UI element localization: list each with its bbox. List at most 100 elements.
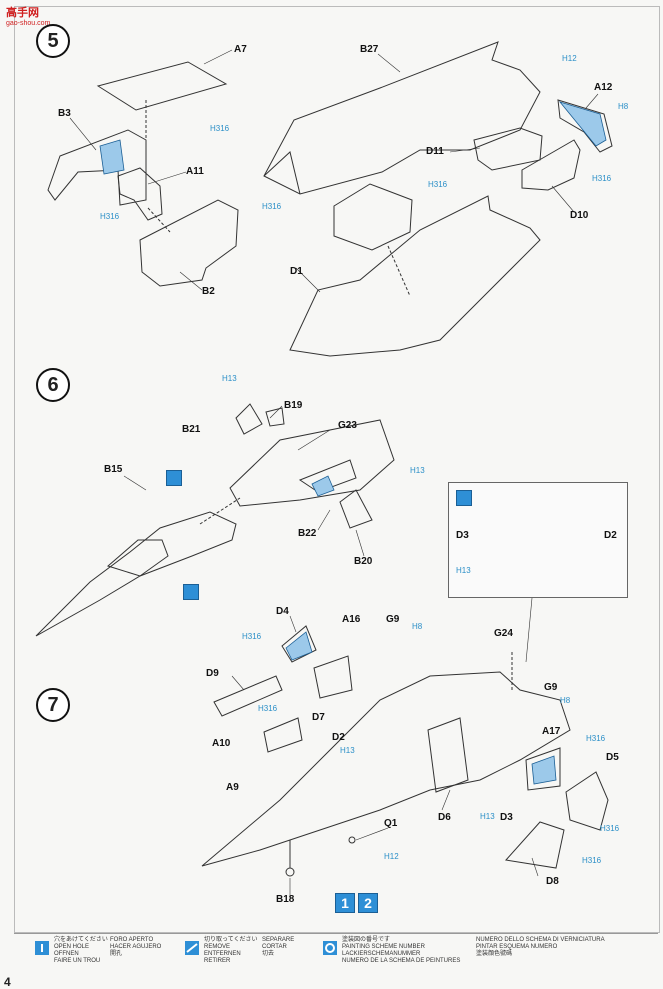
label-D1: D1 (290, 266, 303, 277)
part-B2-shape (139, 199, 239, 287)
hole-H8: H8 (560, 696, 571, 705)
part-A12-shape (557, 99, 613, 153)
page-number: 4 (4, 975, 11, 989)
hole-H316: H316 (210, 124, 230, 133)
part-B21-shape (235, 403, 263, 435)
step5-blue-panel-a (99, 139, 125, 175)
step-5-number: 5 (36, 24, 70, 58)
part-D10-shape (521, 139, 581, 191)
label-D8: D8 (546, 876, 559, 887)
label-D3: D3 (500, 812, 513, 823)
part-D5-shape (565, 771, 609, 831)
part-B20-shape (339, 489, 373, 529)
label-B18: B18 (276, 894, 295, 905)
label-B2: B2 (202, 286, 215, 297)
step-6-number: 6 (36, 368, 70, 402)
label-G24: G24 (494, 628, 513, 639)
label-B27: B27 (360, 44, 379, 55)
hole-H316: H316 (600, 824, 620, 833)
logo-main: 高手网 (6, 7, 39, 19)
hole-H316: H316 (100, 212, 120, 221)
hole-H8: H8 (412, 622, 423, 631)
logo-sub: gao-shou.com (6, 20, 51, 27)
label-A7: A7 (234, 44, 247, 55)
paint-scheme-icon (323, 941, 337, 955)
symbol-legend: 穴をあけてください OPEN HOLE OFFNEN FAIRE UN TROU… (14, 933, 658, 976)
part-A10-shape (263, 717, 303, 753)
part-D6-shape (427, 717, 469, 793)
inset-hole-H13: H13 (456, 566, 471, 575)
part-A11-shape (117, 167, 163, 221)
legend-remove-2: SEPARARE CORTAR 切去 (262, 937, 295, 957)
legend-paint-scheme: 塗装図の番号です PAINTING SCHEME NUMBER LACKIERS… (342, 937, 461, 964)
paint-scheme-1: 1 (335, 893, 355, 913)
label-D2: D2 (332, 732, 345, 743)
label-A16: A16 (342, 614, 361, 625)
site-logo: 高手网 gao-shou.com (6, 4, 50, 27)
legend-paint-scheme-2: NUMERO DELLO SCHEMA DI VERNICIATURA PINT… (476, 937, 605, 957)
open-hole-icon (35, 941, 49, 955)
paint-icon (183, 584, 199, 600)
hole-H316: H316 (258, 704, 278, 713)
remove-icon (185, 941, 199, 955)
step7-blue-panel-b (531, 755, 557, 785)
hole-H316: H316 (262, 202, 282, 211)
hole-H316: H316 (582, 856, 602, 865)
label-D10: D10 (570, 210, 589, 221)
part-D4-shape (281, 625, 317, 663)
hole-H316: H316 (242, 632, 262, 641)
part-cockpit-block-shape (333, 183, 413, 251)
step5-blue-panel-b (558, 101, 607, 147)
label-B15: B15 (104, 464, 123, 475)
part-B22-shape (298, 459, 357, 493)
label-D4: D4 (276, 606, 289, 617)
label-D7: D7 (312, 712, 325, 723)
hole-H8: H8 (618, 102, 629, 111)
label-B20: B20 (354, 556, 373, 567)
step7-blue-panel-a (285, 631, 313, 661)
hole-H13: H13 (410, 466, 425, 475)
label-D9: D9 (206, 668, 219, 679)
label-A17: A17 (542, 726, 561, 737)
hole-H12: H12 (384, 852, 399, 861)
label-Q1: Q1 (384, 818, 398, 829)
step-7-number: 7 (36, 688, 70, 722)
part-B27-shape (263, 41, 541, 195)
part-D8-shape (505, 821, 565, 869)
part-D1-shape (289, 195, 541, 357)
legend-remove: 切り取ってください REMOVE ENTFERNEN RETIRER (204, 937, 258, 964)
legend-open-hole: 穴をあけてください OPEN HOLE OFFNEN FAIRE UN TROU (54, 937, 108, 964)
hole-H13: H13 (222, 374, 237, 383)
part-A16-shape (313, 655, 353, 699)
detail-inset (448, 482, 628, 598)
label-G9-mid: G9 (544, 682, 558, 693)
hole-H316: H316 (592, 174, 612, 183)
paint-icon (166, 470, 182, 486)
part-A7-shape (96, 61, 228, 111)
label-A9: A9 (226, 782, 239, 793)
hole-H12: H12 (562, 54, 577, 63)
part-B19-shape (265, 407, 285, 427)
page-frame (14, 6, 660, 933)
hole-H316: H316 (428, 180, 448, 189)
label-A11: A11 (186, 166, 204, 177)
legend-open-hole-2: FORO APERTO HACER AGUJERO 開孔 (110, 937, 162, 957)
label-D6: D6 (438, 812, 451, 823)
step6-blue-panel (311, 475, 335, 497)
inset-label-D2: D2 (604, 530, 617, 541)
hole-H316: H316 (586, 734, 606, 743)
label-D11: D11 (426, 146, 444, 157)
label-A10: A10 (212, 738, 231, 749)
hole-H13: H13 (340, 746, 355, 755)
label-B19: B19 (284, 400, 303, 411)
label-G23: G23 (338, 420, 357, 431)
paint-icon (456, 490, 472, 506)
part-D9-shape (213, 675, 283, 717)
label-B22: B22 (298, 528, 317, 539)
canopy-shape (106, 539, 169, 577)
label-A12: A12 (594, 82, 613, 93)
part-B3-shape (47, 129, 147, 206)
label-D5: D5 (606, 752, 619, 763)
label-G9-top: G9 (386, 614, 400, 625)
